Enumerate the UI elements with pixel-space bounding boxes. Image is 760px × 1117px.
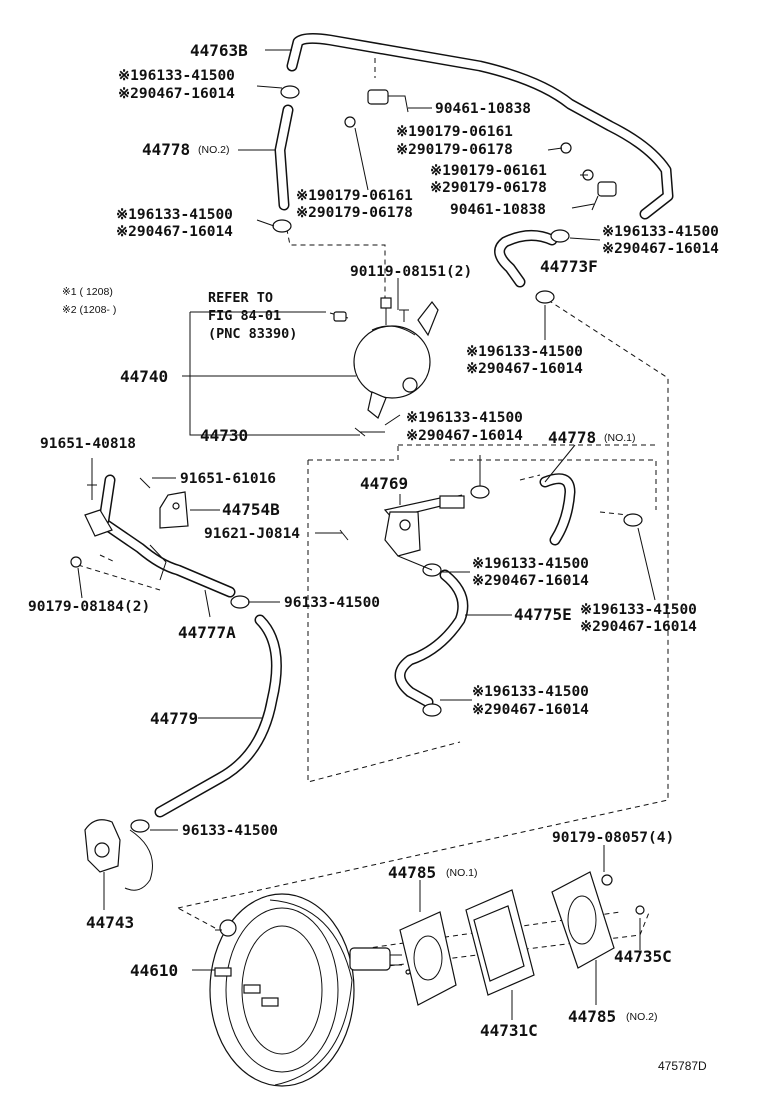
refer-line3: (PNC 83390) bbox=[208, 326, 297, 342]
label-90119: 90119-08151(2) bbox=[350, 264, 472, 280]
label-d2: ※290179-06178 bbox=[296, 205, 413, 221]
label-44778-no1-sub: (NO.1) bbox=[604, 432, 636, 444]
label-44777A: 44777A bbox=[178, 623, 236, 642]
label-44785-no2-sub: (NO.2) bbox=[626, 1011, 658, 1023]
label-e1: ※196133-41500 bbox=[116, 207, 233, 223]
clamps bbox=[70, 85, 645, 915]
label-90179-08057: 90179-08057(4) bbox=[552, 830, 674, 846]
label-clamp-a2: ※290467-16014 bbox=[118, 86, 235, 102]
label-i1: ※196133-41500 bbox=[472, 556, 589, 572]
label-d1: ※190179-06161 bbox=[296, 188, 413, 204]
label-91651-40818: 91651-40818 bbox=[40, 436, 136, 452]
gasket-44785-no1 bbox=[399, 911, 457, 1006]
label-clamp-a1: ※196133-41500 bbox=[118, 68, 235, 84]
label-g1: ※196133-41500 bbox=[466, 344, 583, 360]
label-90461-lower: 90461-10838 bbox=[450, 202, 546, 218]
vacuum-tank bbox=[329, 297, 439, 419]
label-b1: ※190179-06161 bbox=[396, 124, 513, 140]
label-44778-no1: 44778 bbox=[548, 428, 596, 447]
label-44754B: 44754B bbox=[222, 500, 280, 519]
label-90461-upper: 90461-10838 bbox=[435, 101, 531, 117]
label-c1: ※190179-06161 bbox=[430, 163, 547, 179]
diagram-id: 475787D bbox=[658, 1059, 707, 1073]
label-44778-no2-sub: (NO.2) bbox=[198, 144, 230, 156]
label-h2: ※290467-16014 bbox=[406, 428, 523, 444]
label-f2: ※290467-16014 bbox=[602, 241, 719, 257]
valve-44743 bbox=[84, 819, 153, 891]
label-44610: 44610 bbox=[130, 961, 178, 980]
label-44730: 44730 bbox=[200, 426, 248, 445]
label-i2: ※290467-16014 bbox=[472, 573, 589, 589]
label-k2: ※290467-16014 bbox=[472, 702, 589, 718]
label-b2: ※290179-06178 bbox=[396, 142, 513, 158]
label-j2: ※290467-16014 bbox=[580, 619, 697, 635]
label-g2: ※290467-16014 bbox=[466, 361, 583, 377]
label-h1: ※196133-41500 bbox=[406, 410, 523, 426]
label-44779: 44779 bbox=[150, 709, 198, 728]
part-labels: 44763B ※196133-41500 ※290467-16014 90461… bbox=[28, 41, 719, 1073]
legend-1: ※1 ( 1208) bbox=[62, 286, 113, 298]
label-96133-upper: 96133-41500 bbox=[284, 595, 380, 611]
label-44775E: 44775E bbox=[514, 605, 572, 624]
label-44773F: 44773F bbox=[540, 257, 598, 276]
hoses bbox=[96, 32, 674, 818]
refer-line2: FIG 84-01 bbox=[208, 308, 281, 324]
label-44740: 44740 bbox=[120, 367, 168, 386]
label-91651-61016: 91651-61016 bbox=[180, 471, 276, 487]
label-f1: ※196133-41500 bbox=[602, 224, 719, 240]
label-j1: ※196133-41500 bbox=[580, 602, 697, 618]
label-c2: ※290179-06178 bbox=[430, 180, 547, 196]
bracket-44754B bbox=[84, 491, 189, 581]
refer-line1: REFER TO bbox=[208, 290, 273, 306]
label-44769: 44769 bbox=[360, 474, 408, 493]
label-44743: 44743 bbox=[86, 913, 134, 932]
leader-lines bbox=[77, 49, 656, 1020]
label-44785-no2: 44785 bbox=[568, 1007, 616, 1026]
gaskets bbox=[399, 871, 615, 1006]
legend-2: ※2 (1208- ) bbox=[62, 304, 116, 316]
gasket-44785-no2 bbox=[551, 871, 615, 969]
label-44785-no1: 44785 bbox=[388, 863, 436, 882]
label-44735C: 44735C bbox=[614, 947, 672, 966]
label-90179-08184: 90179-08184(2) bbox=[28, 599, 150, 615]
label-e2: ※290467-16014 bbox=[116, 224, 233, 240]
label-44731C: 44731C bbox=[480, 1021, 538, 1040]
label-44778-no2: 44778 bbox=[142, 140, 190, 159]
label-44785-no1-sub: (NO.1) bbox=[446, 867, 478, 879]
label-91621: 91621-J0814 bbox=[204, 526, 300, 542]
check-valve-44769 bbox=[383, 495, 465, 571]
hose-44775E bbox=[394, 569, 469, 708]
label-96133-lower: 96133-41500 bbox=[182, 823, 278, 839]
label-k1: ※196133-41500 bbox=[472, 684, 589, 700]
label-44763B: 44763B bbox=[190, 41, 248, 60]
brake-booster bbox=[209, 893, 402, 1087]
